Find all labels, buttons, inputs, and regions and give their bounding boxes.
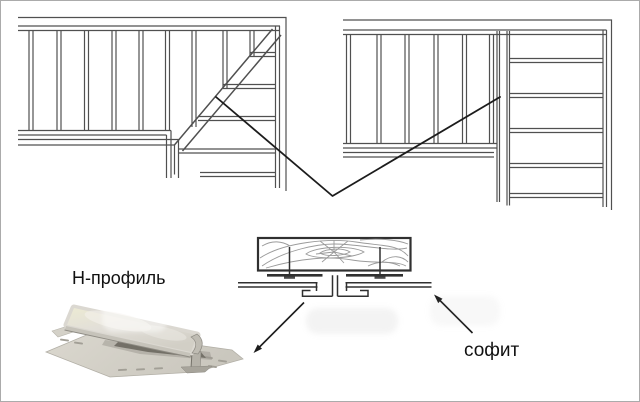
callout-connector-lines [215, 96, 501, 197]
wood-grain [259, 238, 409, 269]
soffit-panels [238, 281, 432, 288]
left-soffit-framing-diagram [18, 16, 287, 191]
right-soffit-framing-diagram [343, 19, 613, 210]
cap-end-fold [190, 333, 203, 355]
diagonal-batten [173, 28, 282, 152]
fastener-nails [288, 247, 381, 277]
arrow-to-hprofile-photo [253, 301, 305, 353]
hprofile-hooks [301, 289, 369, 298]
h-profile-label: Н-профиль [72, 268, 166, 288]
arrow-from-soffit-label [434, 294, 474, 334]
hprofile-3d-photo [44, 304, 244, 378]
hprofile-cross-section [238, 236, 432, 298]
soffit-label: софит [464, 340, 520, 361]
hprofile-center-web [331, 275, 339, 297]
vertical-divider-batten [496, 31, 511, 206]
